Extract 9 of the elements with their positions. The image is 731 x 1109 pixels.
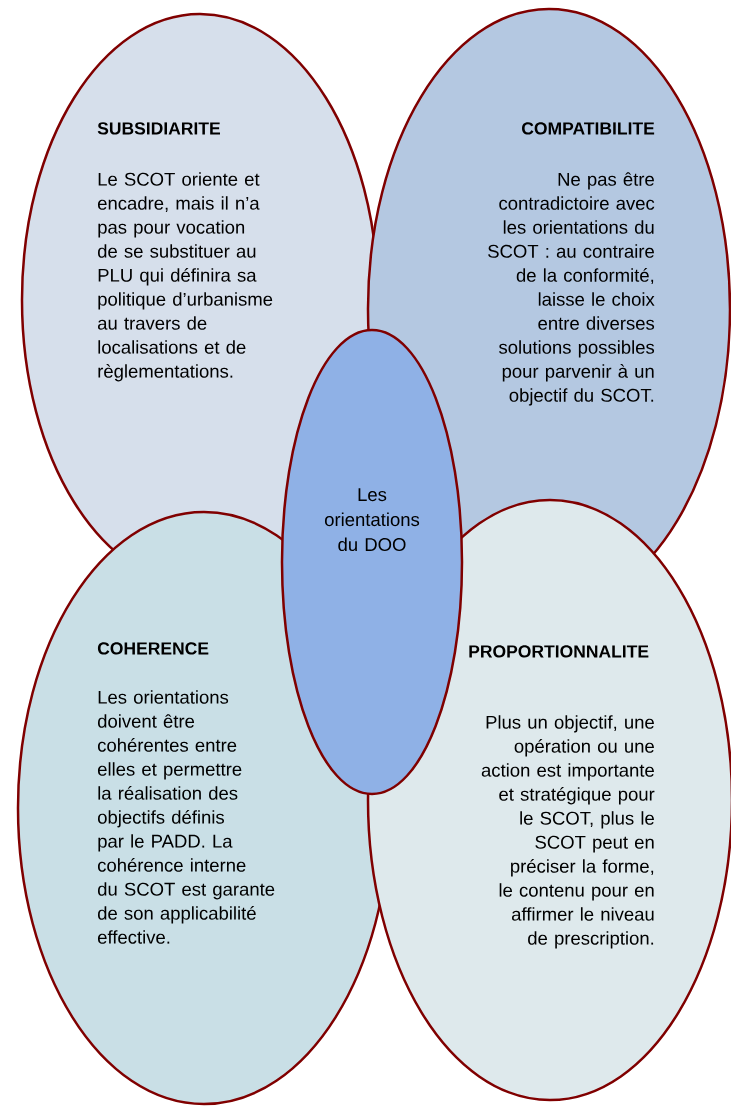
body-text: Plus un objectif, une opération ou une action est importante et stratégique pour le SCOT, plus le SCOT peut en préciser la forme, le contenu pour en affirmer le niveau de prescription. (481, 715, 655, 949)
body-text: Le SCOT oriente et encadre, mais il n’a pas pour vocation de se substituer au PLU qui définira sa politique d’urbanisme au travers de localisations et de règlementations. (98, 172, 273, 382)
heading: SUBSIDIARITE (97, 122, 220, 135)
heading: COHERENCE (97, 642, 209, 655)
heading: PROPORTIONNALITE (469, 645, 649, 658)
heading: COMPATIBILITE (522, 122, 655, 135)
circle-label: Les orientations du DOO (324, 488, 420, 552)
body-text: Ne pas être contradictoire avec les orientations du SCOT : au contraire de la conformité, laisse le choix entre diverses solutions possibles pour parvenir à un objectif du SCOT. (488, 172, 655, 406)
body-text: Les orientations doivent être cohérentes entre elles et permettre la réalisation des objectifs définis par le PADD. La cohérence interne du SCOT est garante de son applicabilité effective. (98, 690, 275, 944)
